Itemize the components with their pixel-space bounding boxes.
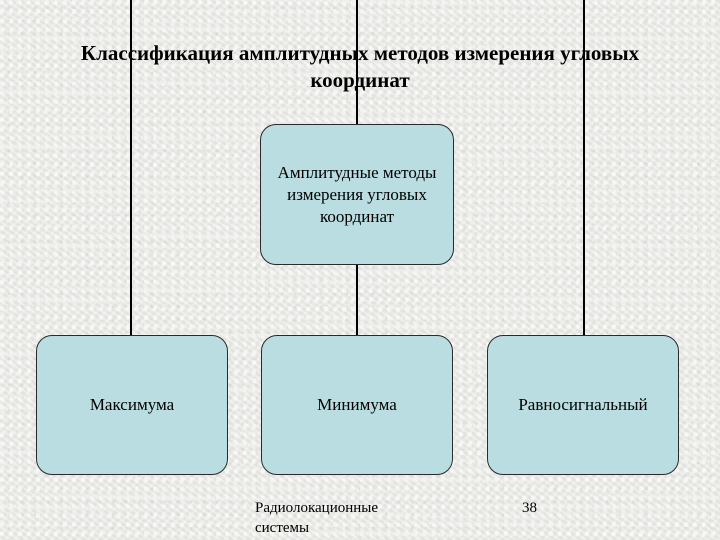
root-node: Амплитудные методы измерения угловых коо… (260, 124, 454, 265)
child-node-minimum: Минимума (261, 335, 453, 475)
page-number: 38 (522, 500, 537, 516)
child-node-label: Минимума (317, 395, 397, 414)
slide-title: Классификация амплитудных методов измере… (80, 41, 640, 92)
child-node-maximum: Максимума (36, 335, 228, 475)
child-node-label: Равносигнальный (518, 395, 648, 414)
footer-text: Радиолокационные системы (255, 500, 379, 536)
root-node-label: Амплитудные методы измерения угловых коо… (277, 162, 437, 226)
child-node-label: Максимума (89, 395, 175, 414)
child-node-equisignal: Равносигнальный (487, 335, 679, 475)
